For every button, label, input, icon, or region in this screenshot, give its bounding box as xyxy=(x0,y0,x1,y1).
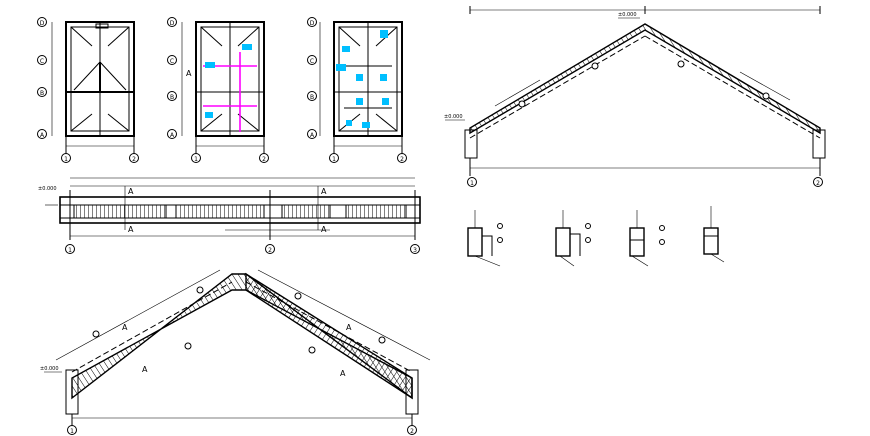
section-cut-mark: A xyxy=(186,69,192,78)
beam-section-4 xyxy=(703,206,725,263)
svg-text:2: 2 xyxy=(400,156,404,163)
section-cut-mark: A xyxy=(346,323,352,332)
svg-text:A: A xyxy=(40,132,45,139)
svg-text:2: 2 xyxy=(132,156,136,163)
beam-section-1 xyxy=(467,210,503,267)
grid-bubble: 3 xyxy=(410,244,420,254)
svg-text:2: 2 xyxy=(262,156,266,163)
svg-text:D: D xyxy=(40,20,45,27)
plan-view-3-grid-bubbles: D C B A 1 2 xyxy=(307,17,407,163)
section-cut-mark: A xyxy=(340,369,346,378)
svg-text:1: 1 xyxy=(68,247,72,254)
svg-text:2: 2 xyxy=(268,247,272,254)
level-mark: ±0.000 xyxy=(444,114,463,120)
grid-bubble: D xyxy=(167,17,177,27)
truss-elevation-bottom xyxy=(44,269,431,426)
section-cut-mark: A xyxy=(122,323,128,332)
grid-bubble: A xyxy=(307,129,317,139)
section-cut-mark: A xyxy=(321,225,327,234)
grid-bubble: 2 xyxy=(265,244,275,254)
grid-bubble: B xyxy=(307,91,317,101)
grid-bubble: B xyxy=(167,91,177,101)
grid-bubble: C xyxy=(37,55,47,65)
beam-section-2 xyxy=(555,210,591,267)
grid-bubble: B xyxy=(37,87,47,97)
svg-text:2: 2 xyxy=(410,428,414,435)
svg-text:1: 1 xyxy=(64,156,68,163)
grid-bubble: 2 xyxy=(407,425,417,435)
grid-bubble: D xyxy=(37,17,47,27)
svg-text:C: C xyxy=(170,58,174,65)
level-mark: ±0.000 xyxy=(38,186,57,192)
section-cut-mark: A xyxy=(128,187,134,196)
grid-bubble xyxy=(467,177,477,187)
level-mark: ±0.000 xyxy=(40,366,59,372)
plan-view-3 xyxy=(319,21,403,154)
section-cut-mark: A xyxy=(321,187,327,196)
plan-view-2-cyan-marks xyxy=(205,44,252,118)
grid-bubble: A xyxy=(167,129,177,139)
plan-view-2-grid-bubbles: D C B A 1 2 xyxy=(167,17,269,163)
grid-bubble: 2 xyxy=(129,153,139,163)
grid-bubble: 1 xyxy=(329,153,339,163)
truss-elevation-top xyxy=(445,6,826,176)
svg-text:C: C xyxy=(40,58,44,65)
plan-view-1 xyxy=(51,21,135,154)
grid-bubble: 2 xyxy=(259,153,269,163)
grid-number: 1 xyxy=(470,180,474,187)
grid-number: 2 xyxy=(816,180,820,187)
svg-text:3: 3 xyxy=(413,247,417,254)
svg-text:1: 1 xyxy=(332,156,336,163)
grid-bubble: 1 xyxy=(191,153,201,163)
beam-grid-bubbles: 1 2 3 xyxy=(65,244,420,254)
section-cut-mark: A xyxy=(128,225,134,234)
plan-view-1-grid-bubbles: D C B A 1 2 xyxy=(37,17,139,163)
level-mark: ±0.000 xyxy=(618,12,637,18)
section-cut-mark: A xyxy=(142,365,148,374)
plan-view-2 xyxy=(181,21,265,154)
grid-bubble: D xyxy=(307,17,317,27)
svg-text:A: A xyxy=(186,69,192,78)
svg-text:B: B xyxy=(40,90,44,97)
svg-text:1: 1 xyxy=(70,428,74,435)
grid-bubble xyxy=(813,177,823,187)
svg-text:A: A xyxy=(310,132,315,139)
beam-section-3 xyxy=(629,210,665,267)
svg-text:B: B xyxy=(310,94,314,101)
grid-bubble: A xyxy=(37,129,47,139)
grid-bubble: 1 xyxy=(61,153,71,163)
plan-view-3-cyan-marks xyxy=(336,30,389,128)
svg-text:A: A xyxy=(170,132,175,139)
grid-bubble: 1 xyxy=(65,244,75,254)
grid-bubble: C xyxy=(307,55,317,65)
truss-bottom-callouts xyxy=(92,286,386,354)
grid-bubble: 1 xyxy=(67,425,77,435)
svg-text:C: C xyxy=(310,58,314,65)
truss-top-callouts xyxy=(467,60,823,187)
svg-text:1: 1 xyxy=(194,156,198,163)
beam-elevation xyxy=(45,177,421,240)
svg-text:D: D xyxy=(310,20,315,27)
grid-bubble: C xyxy=(167,55,177,65)
svg-text:B: B xyxy=(170,94,174,101)
grid-bubble: 2 xyxy=(397,153,407,163)
svg-text:D: D xyxy=(170,20,175,27)
